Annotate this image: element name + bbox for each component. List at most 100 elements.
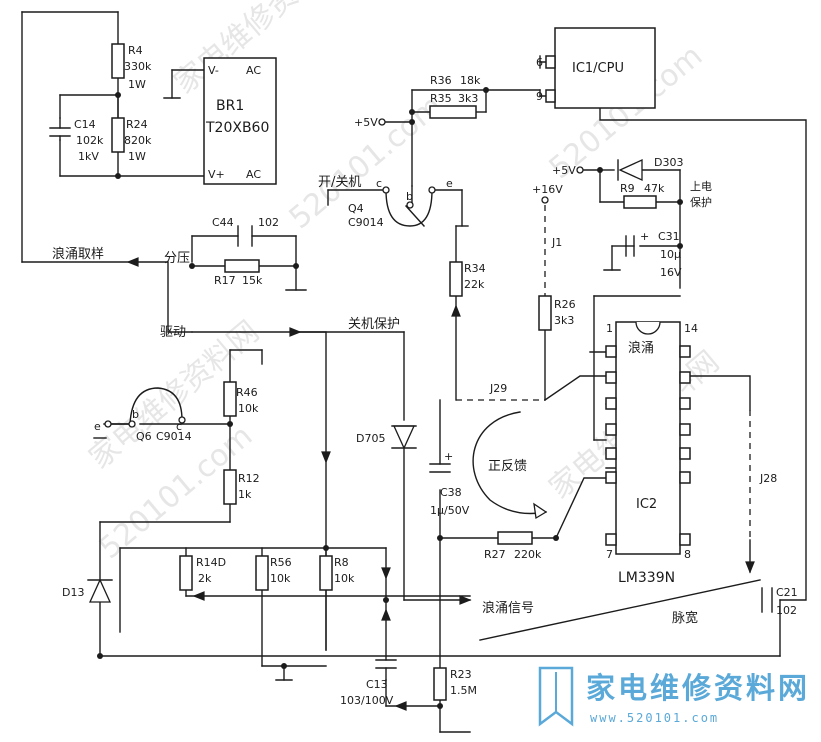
resistor-r34: R34 22k (449, 261, 486, 317)
capacitor-c21: C21 102 (761, 586, 798, 617)
capacitor-c13: C13 103/100V (340, 659, 397, 707)
c31-ref: C31 (658, 230, 680, 243)
c38-ref: C38 (440, 486, 462, 499)
powerup-protect-label: 保护 (690, 195, 712, 209)
c31-voltage: 16V (660, 266, 682, 279)
resistor-r36: R36 18k (430, 74, 481, 87)
d705-ref: D705 (356, 432, 385, 445)
plus16v-label: +16V (532, 183, 563, 196)
ic1-pin-6: 6 (536, 56, 543, 69)
supply-5v-terminal: +5V (552, 164, 584, 177)
r9-ref: R9 (620, 182, 635, 195)
q4-ref: Q4 (348, 202, 364, 215)
q6-pin-b: b (132, 408, 139, 421)
resistor-r35: R35 3k3 (429, 92, 478, 119)
junctions (97, 87, 683, 709)
br1-pin-vminus: V- (208, 64, 219, 77)
q6-pin-e: e (94, 420, 101, 433)
diode-d705: D705 (356, 425, 417, 450)
c31-value: 10μ (660, 248, 681, 261)
ic2-pin-8: 8 (684, 548, 691, 561)
r24-value: 820k (124, 134, 152, 147)
resistor-r24: R24 820k 1W (111, 117, 152, 163)
resistor-r8: R8 10k (319, 555, 355, 591)
r8-value: 10k (334, 572, 355, 585)
resistor-r26: R26 3k3 (538, 295, 576, 331)
resistor-r17: R17 15k (214, 259, 263, 287)
supply-5v-terminal: +5V (354, 116, 386, 129)
ic2-pin-14: 14 (684, 322, 698, 335)
resistor-r4: R4 330k 1W (111, 43, 152, 91)
resistor-r46: R46 10k (223, 381, 259, 417)
positive-feedback-arrow: 正反馈 (472, 411, 548, 520)
capacitor-c44: C44 102 (212, 216, 279, 247)
plus5v-label: +5V (354, 116, 378, 129)
surge-sample-label: 浪涌取样 (52, 247, 104, 262)
r8-ref: R8 (334, 556, 349, 569)
r24-ref: R24 (126, 118, 148, 131)
c31-plus: + (640, 230, 649, 243)
divider-label: 分压 (164, 251, 190, 266)
ic1-label: IC1/CPU (572, 61, 624, 76)
br1-pin-vplus: V+ (208, 168, 225, 181)
bridge-rectifier-br1: V- AC BR1 T20XB60 V+ AC (203, 57, 277, 185)
r56-value: 10k (270, 572, 291, 585)
capacitor-c38: + C38 1μ/50V (429, 450, 470, 517)
r4-power: 1W (128, 78, 146, 91)
r56-ref: R56 (270, 556, 292, 569)
r14d-ref: R14D (196, 556, 226, 569)
r35-value: 3k3 (458, 92, 478, 105)
drive-label: 驱动 (160, 325, 186, 340)
powerup-protect-label: 上电 (690, 180, 712, 193)
ic2-lm339n: 1 14 浪涌 IC2 7 8 LM339N (605, 321, 698, 586)
c14-ref: C14 (74, 118, 96, 131)
q4-pin-b: b (406, 190, 413, 203)
logo-url-text: www.520101.com (590, 711, 719, 725)
ic2-pin-1: 1 (606, 322, 613, 335)
r4-ref: R4 (128, 44, 143, 57)
c21-value: 102 (776, 604, 797, 617)
r34-value: 22k (464, 278, 485, 291)
r27-value: 220k (514, 548, 542, 561)
resistor-r27: R27 220k (484, 531, 542, 561)
r9-value: 47k (644, 182, 665, 195)
logo-brand-text: 家电维修资料网 (586, 671, 810, 705)
br1-ref: BR1 (216, 98, 244, 114)
book-icon (538, 666, 574, 727)
r46-value: 10k (238, 402, 259, 415)
r24-power: 1W (128, 150, 146, 163)
c14-voltage: 1kV (78, 150, 99, 163)
watermark-url: 520101.com (283, 88, 450, 236)
q6-part: C9014 (156, 430, 192, 443)
c44-ref: C44 (212, 216, 234, 229)
transistor-q4: c b e Q4 C9014 (348, 177, 453, 229)
resistor-r9: R9 47k (620, 182, 665, 209)
ic2-ref: IC2 (636, 497, 657, 512)
d13-ref: D13 (62, 586, 84, 599)
capacitor-c31: + C31 10μ 16V (603, 230, 682, 279)
br1-part: T20XB60 (205, 120, 269, 136)
c14-value: 102k (76, 134, 104, 147)
transistor-q6: b c e Q6 C9014 (93, 387, 192, 443)
r36-ref: R36 (430, 74, 452, 87)
power-onoff-label: 开/关机 (318, 175, 361, 190)
r23-value: 1.5M (450, 684, 477, 697)
br1-pin-ac1: AC (246, 64, 261, 77)
c13-value: 103/100V (340, 694, 394, 707)
br1-pin-ac2: AC (246, 168, 261, 181)
r12-value: 1k (238, 488, 252, 501)
r35-ref: R35 (430, 92, 452, 105)
r17-ref: R17 (214, 274, 236, 287)
ic2-function: 浪涌 (628, 341, 654, 356)
jumper-j1-label: J1 (551, 236, 562, 249)
r4-value: 330k (124, 60, 152, 73)
resistor-r23: R23 1.5M (394, 667, 477, 711)
d303-ref: D303 (654, 156, 683, 169)
ic2-pin-7: 7 (606, 548, 613, 561)
positive-feedback-label: 正反馈 (488, 459, 527, 474)
diode-d303: D303 (617, 156, 683, 182)
r46-ref: R46 (236, 386, 258, 399)
ic1-cpu: 6 9 IC1/CPU (536, 27, 656, 109)
c38-value: 1μ/50V (430, 504, 470, 517)
supply-16v-terminal: +16V (532, 183, 563, 204)
